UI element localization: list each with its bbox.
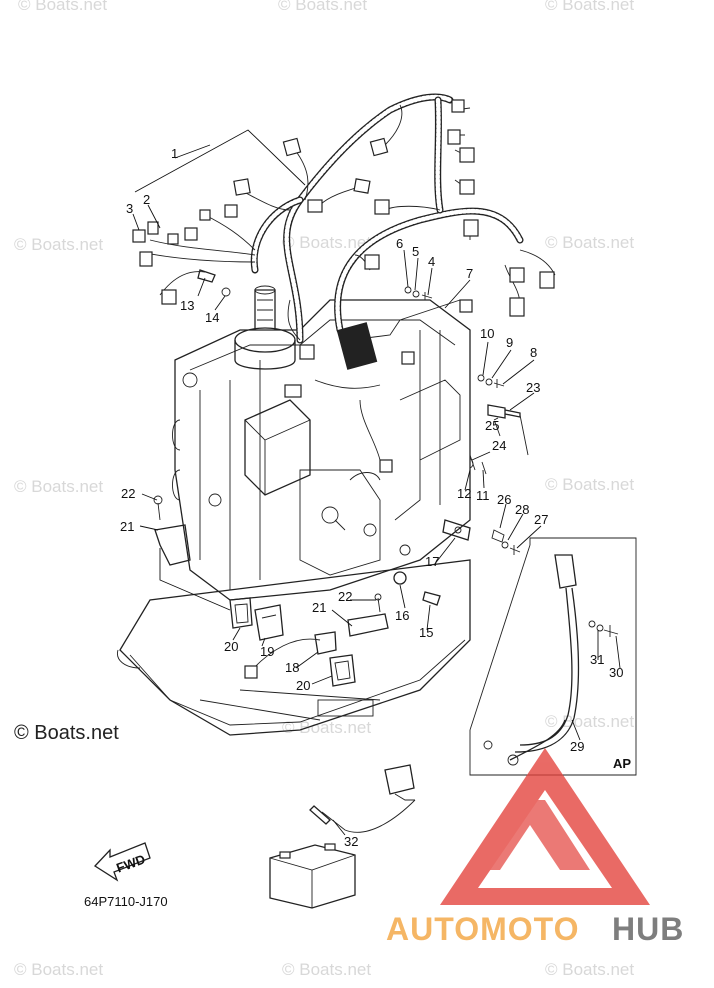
callout-22b: 22 (338, 589, 352, 604)
callout-labels: 1 2 3 4 5 6 7 8 9 10 11 12 13 14 15 16 1… (120, 146, 623, 849)
wire-harness (132, 93, 556, 473)
automotohub-logo: AUTOMOTO HUB (386, 748, 684, 947)
callout-8: 8 (530, 345, 537, 360)
callout-14: 14 (205, 310, 219, 325)
callout-20b: 20 (296, 678, 310, 693)
callout-17: 17 (425, 554, 439, 569)
callout-27: 27 (534, 512, 548, 527)
inset-box: AP (469, 537, 637, 776)
callout-7: 7 (466, 266, 473, 281)
callout-2: 2 (143, 192, 150, 207)
watermark-text: © Boats.net (545, 960, 634, 979)
brand-part2: HUB (612, 911, 684, 947)
callout-32: 32 (344, 834, 358, 849)
diagram-code: 64P7110-J170 (84, 894, 168, 909)
callout-24: 24 (492, 438, 506, 453)
small-parts (153, 269, 529, 687)
callout-10: 10 (480, 326, 494, 341)
callout-20: 20 (224, 639, 238, 654)
battery-assembly (269, 764, 416, 909)
leader-lines (132, 129, 621, 836)
callout-21: 21 (120, 519, 134, 534)
callout-21b: 21 (312, 600, 326, 615)
watermark-text: © Boats.net (282, 960, 371, 979)
fwd-label: FWD (114, 851, 147, 875)
watermark-text: © Boats.net (545, 712, 634, 731)
fwd-arrow: FWD (93, 842, 151, 882)
watermark-text: © Boats.net (18, 0, 107, 14)
watermark-text: © Boats.net (545, 475, 634, 494)
callout-23: 23 (526, 380, 540, 395)
brand-part1: AUTOMOTO (386, 911, 579, 947)
callout-15: 15 (419, 625, 433, 640)
callout-4: 4 (428, 254, 435, 269)
callout-3: 3 (126, 201, 133, 216)
callout-16: 16 (395, 608, 409, 623)
inset-label: AP (613, 756, 631, 771)
watermarks: © Boats.net © Boats.net © Boats.net © Bo… (14, 0, 634, 979)
watermark-text: © Boats.net (282, 718, 371, 737)
callout-22: 22 (121, 486, 135, 501)
watermark-text: © Boats.net (14, 235, 103, 254)
callout-9: 9 (506, 335, 513, 350)
callout-25: 25 (485, 418, 499, 433)
callout-11: 11 (476, 488, 490, 503)
engine-block (117, 285, 471, 736)
callout-30: 30 (609, 665, 623, 680)
watermark-text: © Boats.net (14, 477, 103, 496)
callout-29: 29 (570, 739, 584, 754)
callout-1: 1 (171, 146, 178, 161)
watermark-large: © Boats.net (14, 722, 119, 744)
watermark-text: © Boats.net (545, 0, 634, 14)
callout-19: 19 (260, 644, 274, 659)
callout-6: 6 (396, 236, 403, 251)
callout-26: 26 (497, 492, 511, 507)
callout-12: 12 (457, 486, 471, 501)
watermark-text: © Boats.net (282, 233, 371, 252)
watermark-text: © Boats.net (545, 233, 634, 252)
watermark-text: © Boats.net (14, 960, 103, 979)
callout-5: 5 (412, 244, 419, 259)
callout-18: 18 (285, 660, 299, 675)
callout-28: 28 (515, 502, 529, 517)
callout-13: 13 (180, 298, 194, 313)
callout-31: 31 (590, 652, 604, 667)
watermark-text: © Boats.net (278, 0, 367, 14)
